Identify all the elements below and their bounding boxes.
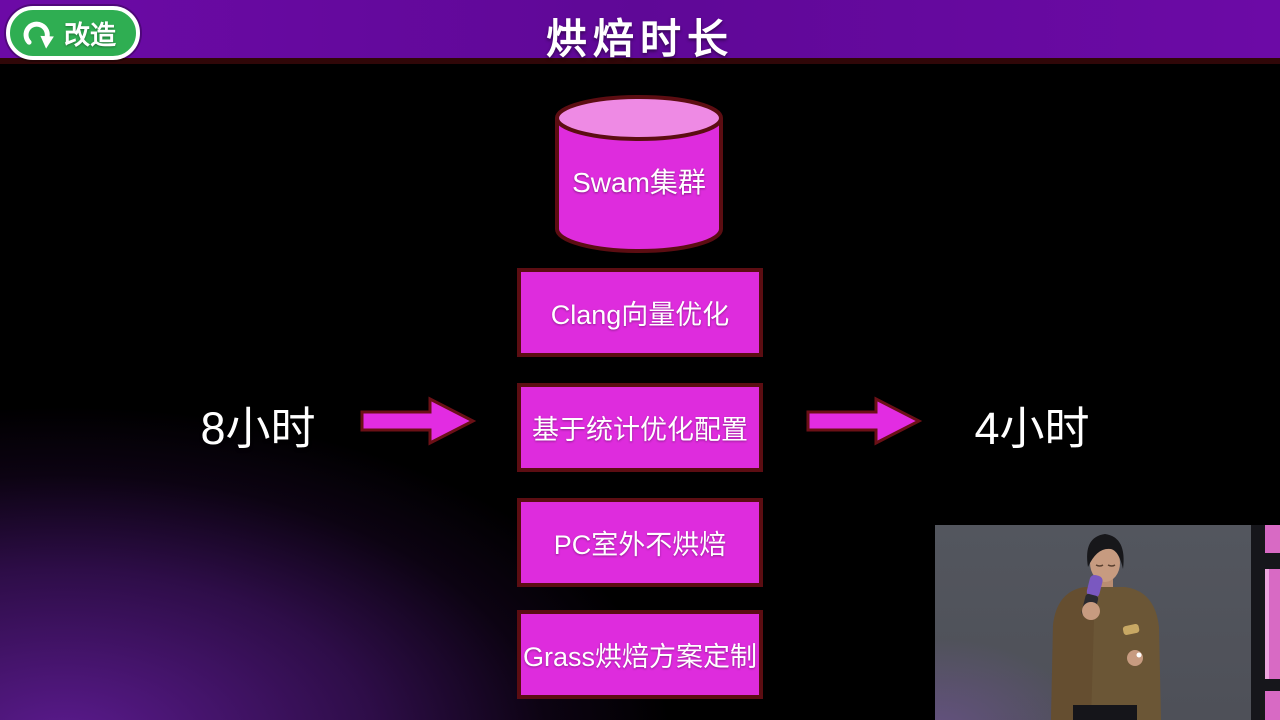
arrow-right-icon	[360, 396, 476, 446]
flow-step-grass: Grass烘焙方案定制	[517, 610, 763, 699]
duration-before-label: 8小时	[200, 403, 316, 454]
source-node-label: Swam集群	[572, 167, 706, 198]
flow-step-label: Grass烘焙方案定制	[522, 642, 757, 672]
flow-step-label: PC室外不烘焙	[553, 530, 727, 560]
swam-cluster-cylinder: Swam集群	[553, 93, 725, 258]
cylinder-icon	[555, 95, 723, 253]
flow-step-pc-outdoor: PC室外不烘焙	[517, 498, 763, 587]
header-bar: 改造 烘焙时长	[0, 0, 1280, 64]
transform-badge: 改造	[6, 6, 141, 60]
flow-step-statistics: 基于统计优化配置	[517, 383, 763, 472]
duration-after-label: 4小时	[974, 403, 1090, 454]
flow-step-label: 基于统计优化配置	[532, 415, 748, 445]
redo-arrow-icon	[23, 21, 54, 49]
presenter-video	[935, 525, 1280, 720]
presenter-figure	[1051, 525, 1280, 720]
page-title: 烘焙时长	[546, 16, 734, 62]
flow-step-label: Clang向量优化	[550, 300, 730, 330]
arrow-right-icon	[806, 396, 922, 446]
flow-step-clang: Clang向量优化	[517, 268, 763, 357]
presenter	[1051, 534, 1161, 720]
pink-stage-panels	[1265, 525, 1280, 720]
badge-label: 改造	[64, 19, 117, 50]
